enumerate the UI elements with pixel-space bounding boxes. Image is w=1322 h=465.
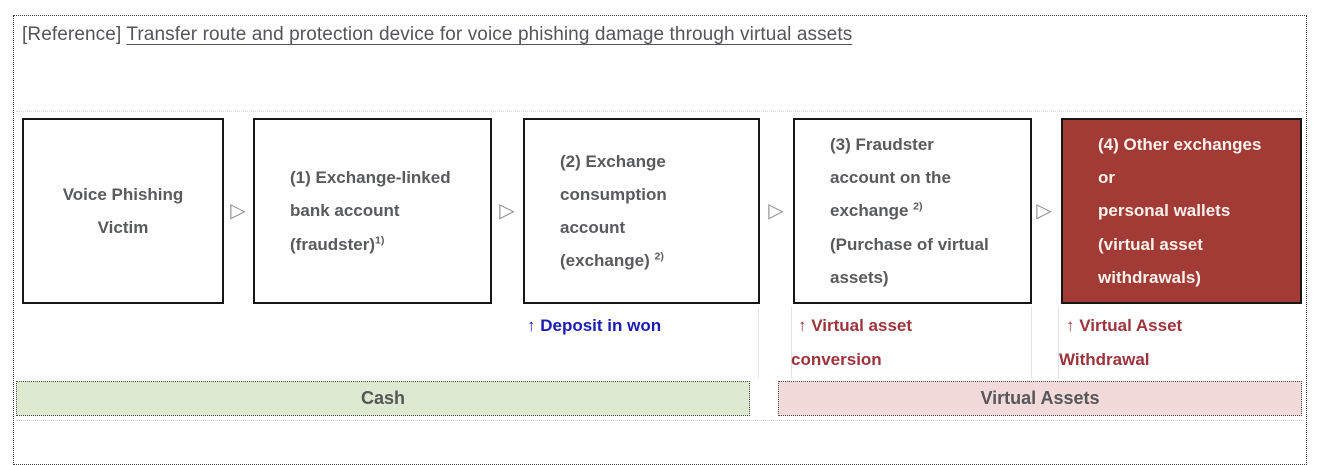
- box-line: (fraudster)1): [290, 233, 385, 254]
- flow-arrow-icon: ▷: [499, 200, 515, 222]
- annotation-virtual-asset-withdrawal: ↑ Virtual Asset Withdrawal: [1059, 316, 1183, 369]
- flow-box-other-exchanges-or-personal-wallets: (4) Other exchanges or personal wallets (vi…: [1061, 118, 1302, 304]
- gridline-vertical: [791, 307, 792, 378]
- box-line: consumption: [560, 184, 667, 204]
- gridline-vertical: [1031, 307, 1032, 378]
- box-line: withdrawals): [1098, 267, 1201, 287]
- gridline-top: [16, 111, 1304, 112]
- band-virtual-assets: Virtual Assets: [778, 381, 1302, 416]
- box-line: personal wallets: [1098, 201, 1231, 221]
- box-line: bank account: [290, 201, 400, 221]
- gridline-vertical: [1058, 307, 1059, 378]
- box-line: (1) Exchange-linked: [290, 168, 451, 188]
- box-line: (exchange) 2): [560, 250, 664, 271]
- box-line: (Purchase of virtual: [830, 234, 989, 254]
- flow-arrow-icon: ▷: [230, 200, 246, 222]
- box-line: (virtual asset: [1098, 234, 1203, 254]
- flow-arrow-icon: ▷: [768, 200, 784, 222]
- band-cash: Cash: [16, 381, 750, 416]
- title-underlined-text: Transfer route and protection device for…: [126, 24, 853, 45]
- flow-box-exchange-consumption-account: (2) Exchange consumption account (exchange)…: [523, 118, 760, 304]
- annotation-virtual-asset-conversion: ↑ Virtual asset conversion: [791, 316, 913, 369]
- annotation-deposit-in-won: ↑ Deposit in won: [527, 316, 662, 335]
- box-line: or: [1098, 168, 1115, 188]
- title-prefix: [Reference]: [22, 24, 127, 45]
- box-line: (4) Other exchanges: [1098, 135, 1262, 155]
- box-line: account on the: [830, 168, 951, 188]
- box-line: Victim: [97, 218, 149, 237]
- flow-arrow-icon: ▷: [1036, 200, 1052, 222]
- flow-box-fraudster-account-on-exchange: (3) Fraudster account on the exchange 2) (P…: [793, 118, 1032, 304]
- page-title: [Reference] Transfer route and protectio…: [22, 24, 852, 46]
- box-line: assets): [830, 267, 889, 287]
- voice-phishing-transfer-route-diagram: [Reference] Transfer route and protectio…: [13, 15, 1307, 465]
- box-line: (2) Exchange: [560, 151, 666, 171]
- flow-box-exchange-linked-bank-account: (1) Exchange-linked bank account (fraudste…: [253, 118, 492, 304]
- box-line: account: [560, 218, 626, 237]
- box-line: Voice Phishing: [62, 184, 184, 204]
- gridline-vertical: [758, 307, 759, 378]
- gridline-bottom: [16, 420, 1304, 421]
- box-line: (3) Fraudster: [830, 135, 934, 155]
- box-line: exchange 2): [830, 200, 923, 221]
